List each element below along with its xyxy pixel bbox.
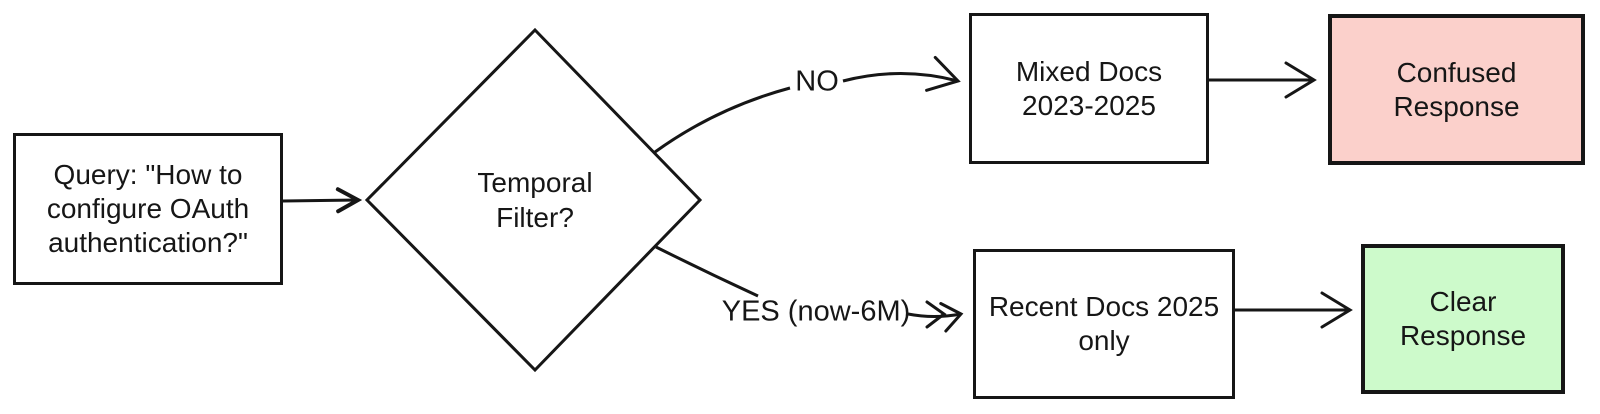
node-query: Query: "How to configure OAuth authentic… — [13, 133, 283, 285]
edge-label-yes: YES (now-6M) — [721, 295, 911, 328]
node-recent-docs-line-2: only — [1078, 325, 1130, 356]
node-query-line-1: Query: "How to — [53, 159, 243, 190]
node-decision-line-1: Temporal — [477, 167, 593, 198]
edge-no-label-to-mixed-docs — [842, 55, 961, 92]
node-query-line-2: configure OAuth — [46, 193, 250, 224]
edge-yes-double-chevron — [925, 300, 947, 329]
edge-label-no: NO — [795, 65, 839, 98]
decision-diamond-shape — [364, 27, 703, 373]
node-recent-docs: Recent Docs 2025 only — [973, 249, 1235, 399]
edge-decision-to-yes-label — [655, 245, 759, 298]
edge-query-to-decision — [282, 187, 363, 214]
node-decision-label: Temporal Filter? — [435, 166, 635, 234]
node-mixed-docs-line-2: 2023-2025 — [1022, 89, 1156, 121]
node-mixed-docs: Mixed Docs 2023-2025 — [969, 13, 1209, 164]
node-clear-response: Clear Response — [1361, 244, 1565, 394]
node-confused-response-line-2: Response — [1393, 90, 1520, 122]
node-clear-response-line-2: Response — [1399, 320, 1527, 351]
node-decision-line-2: Filter? — [496, 202, 574, 233]
node-mixed-docs-line-1: Mixed Docs — [1015, 55, 1163, 87]
node-confused-response: Confused Response — [1328, 14, 1585, 165]
node-confused-response-line-1: Confused — [1396, 56, 1517, 88]
edge-yes-label-to-recent-docs — [907, 302, 964, 333]
node-recent-docs-line-1: Recent Docs 2025 — [988, 291, 1220, 322]
node-clear-response-line-1: Clear — [1429, 286, 1497, 317]
edge-decision-to-no-label — [654, 86, 791, 154]
node-query-line-3: authentication?" — [48, 227, 248, 258]
